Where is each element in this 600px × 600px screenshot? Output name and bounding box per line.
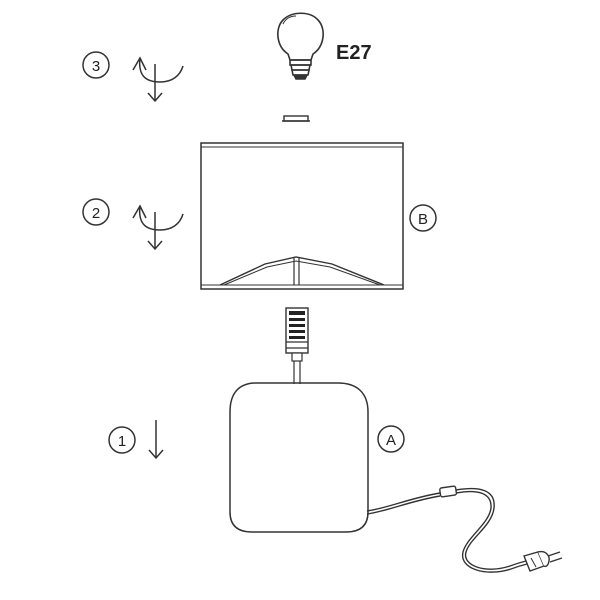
- step-3-number: 3: [92, 58, 100, 75]
- step-1-marker: 1: [108, 426, 136, 454]
- power-cord: [366, 485, 528, 573]
- shade-clip-ring: [282, 115, 310, 122]
- step-3-marker: 3: [82, 51, 110, 79]
- lamp-base: [229, 382, 369, 533]
- part-b-letter: B: [418, 211, 428, 228]
- rotate-down-arrow-icon: [132, 204, 184, 251]
- lamp-socket: [285, 307, 309, 384]
- bulb-type-label: E27: [336, 42, 372, 64]
- lampshade: [200, 142, 404, 290]
- step-2-marker: 2: [82, 198, 110, 226]
- power-plug-icon: [523, 550, 563, 572]
- rotate-down-arrow-icon: [132, 56, 184, 103]
- light-bulb-icon: [277, 12, 324, 80]
- part-a-letter: A: [386, 432, 396, 449]
- step-2-number: 2: [92, 205, 100, 222]
- part-b-marker: B: [409, 204, 437, 232]
- part-a-marker: A: [377, 425, 405, 453]
- down-arrow-icon: [148, 420, 164, 460]
- step-1-number: 1: [118, 433, 126, 450]
